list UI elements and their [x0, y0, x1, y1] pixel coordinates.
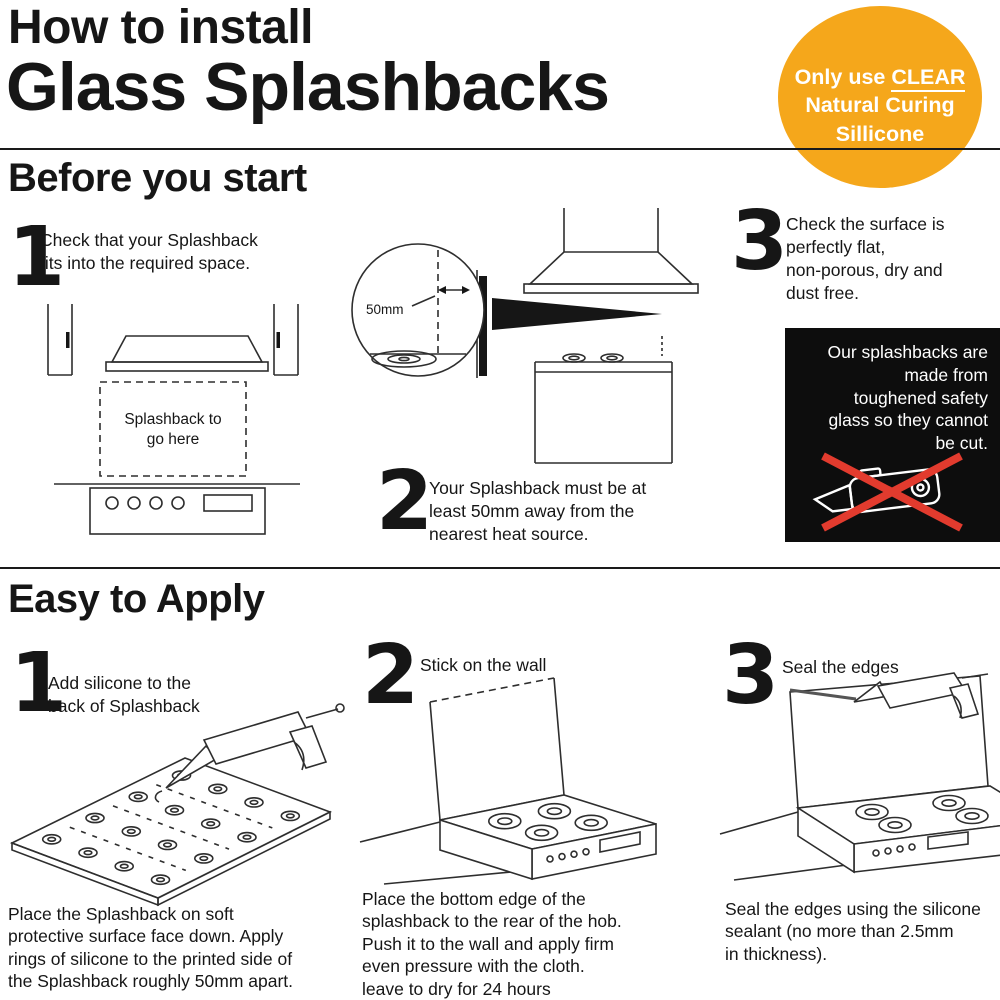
diagram-stick-on-wall — [359, 677, 657, 885]
apply-step1-number: 1 — [10, 636, 67, 731]
section-heading-apply: Easy to Apply — [8, 577, 265, 621]
hob-front — [54, 483, 300, 535]
badge-line1-pre: Only use — [794, 65, 892, 89]
silicone-badge: Only use CLEAR Natural Curing Sillicone — [778, 6, 982, 188]
diagram-seal-edges — [719, 672, 1000, 881]
magnifier-detail: 50mm — [351, 243, 485, 377]
section-heading-before: Before you start — [8, 156, 307, 200]
page-title-line2: Glass Splashbacks — [6, 49, 610, 125]
divider-top — [0, 148, 1000, 150]
measure-50mm-label: 50mm — [366, 302, 404, 317]
apply-step2-number: 2 — [362, 628, 419, 723]
diagram-apply-silicone — [9, 703, 345, 907]
diagram-check-space: Splashback to go here — [47, 304, 300, 535]
apply-step3-title: Seal the edges — [782, 657, 899, 677]
hob — [795, 785, 1000, 874]
divider-middle — [0, 567, 1000, 569]
apply-step3-number: 3 — [722, 628, 779, 723]
pointer-arrow — [492, 298, 662, 330]
cooker-hood — [523, 208, 699, 294]
cooker-hood — [105, 335, 269, 372]
left-cabinet — [47, 304, 73, 376]
cooker — [534, 336, 673, 464]
diagram-50mm-clearance: 50mm — [351, 208, 699, 464]
before-step2-text: Your Splashback must be at least 50mm aw… — [429, 478, 647, 544]
right-cabinet — [273, 304, 299, 376]
warning-box: Our splashbacks are made from toughened … — [785, 328, 1000, 542]
before-step1-number: 1 — [8, 210, 65, 305]
page-title-line1: How to install — [8, 1, 314, 54]
splashback-area-outline — [99, 381, 247, 477]
apply-step1-title: Add silicone to the back of Splashback — [48, 673, 200, 716]
red-cross-icon — [821, 452, 963, 532]
counter-lines — [719, 811, 855, 881]
apply-step1-caption: Place the Splashback on soft protective … — [8, 904, 294, 992]
badge-line2: Natural Curing — [805, 93, 955, 118]
before-step1-text: Check that your Splashback fits into the… — [40, 230, 258, 273]
printed-pattern-dashes — [69, 783, 273, 872]
apply-step2-caption: Place the bottom edge of the splashback … — [362, 889, 622, 999]
caulk-gun-icon — [154, 703, 345, 803]
no-cutting-graphic — [812, 452, 963, 532]
apply-step2-title: Stick on the wall — [420, 655, 547, 675]
warning-text: Our splashbacks are made from toughened … — [827, 342, 989, 453]
splashback-here-label-line1: Splashback to — [124, 411, 221, 428]
badge-line1: Only use CLEAR — [778, 63, 982, 92]
apply-step3-caption: Seal the edges using the silicone sealan… — [725, 899, 981, 964]
badge-clear-emphasis: CLEAR — [891, 65, 966, 92]
before-step3-text: Check the surface is perfectly flat, non… — [786, 214, 945, 303]
sealant-bead — [789, 688, 857, 701]
before-step2-number: 2 — [376, 454, 433, 549]
caulk-gun-icon — [853, 672, 989, 719]
badge-line3: Sillicone — [835, 121, 925, 146]
splashback-here-label-line2: go here — [147, 431, 200, 448]
before-step3-number: 3 — [731, 194, 788, 289]
hob — [439, 794, 657, 881]
counter-lines — [359, 821, 533, 885]
splashback-panel — [9, 757, 333, 907]
